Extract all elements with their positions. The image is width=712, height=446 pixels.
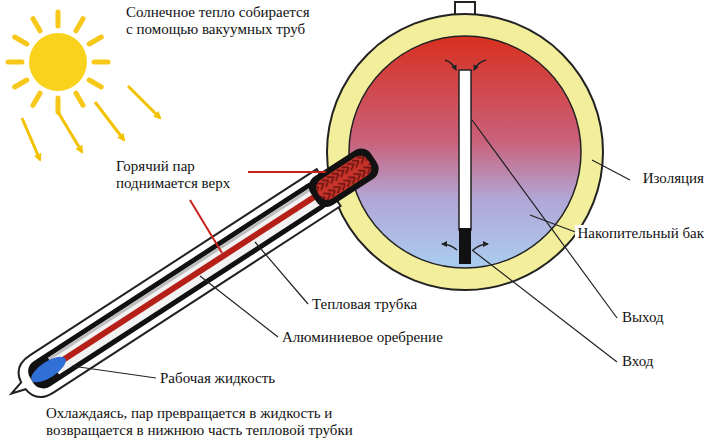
callout-label: Горячий пар поднимается верх xyxy=(116,158,246,192)
part-label: Накопительный бак xyxy=(575,225,706,242)
sun-arrows xyxy=(22,86,160,160)
storage-tank xyxy=(327,2,603,290)
part-label: Изоляция xyxy=(641,170,706,187)
note-label: Охлаждаясь, пар превращается в жидкость … xyxy=(46,405,418,439)
part-label: Тепловая трубка xyxy=(312,296,417,313)
part-label: Рабочая жидкость xyxy=(160,370,275,387)
part-label: Выход xyxy=(622,309,664,326)
sun xyxy=(8,12,108,112)
leader-lines xyxy=(72,120,630,378)
part-label: Вход xyxy=(622,353,653,370)
note-label: Солнечное тепло собирается с помощью вак… xyxy=(126,4,311,38)
vacuum-tube xyxy=(0,140,386,412)
part-label: Алюминиевое оребрение xyxy=(282,329,443,346)
